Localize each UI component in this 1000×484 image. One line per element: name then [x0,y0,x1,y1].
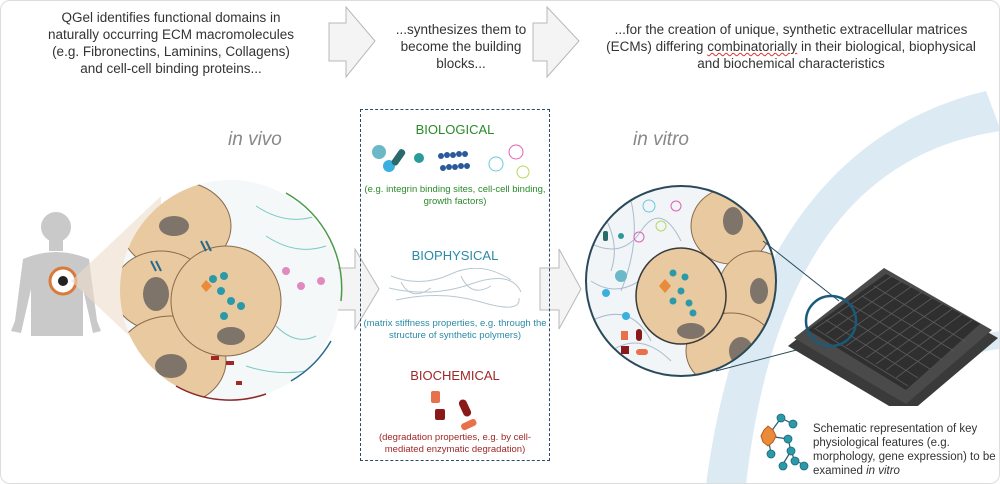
enzyme-molecules-icon [431,391,477,431]
polymer-network-icon [388,268,522,308]
biophysical-description: (matrix stiffness properties, e.g. throu… [363,318,547,341]
biochemical-title: BIOCHEMICAL [410,368,500,383]
arrow-step1-to-2 [328,5,376,79]
in-vivo-tissue-illustration [120,180,343,401]
well-plate-icon [788,268,998,406]
spellcheck-word: combinatorially [707,39,798,54]
in-vivo-label: in vivo [228,129,282,150]
step3-text-pre: ...for the creation of unique, synthetic… [606,22,968,54]
legend-caption-text: Schematic representation of key physiolo… [813,423,996,477]
top-arrows [328,5,580,79]
legend-caption-italic: in vitro [866,465,900,477]
cell-signaling-cluster-icon [760,413,809,471]
arrow-step2-to-3 [532,5,580,79]
step1-text: QGel identifies functional domains in na… [47,10,295,76]
building-blocks-panel: BIOLOGICAL (e.g. integrin binding sites,… [360,109,550,461]
step2-text: ...synthesizes them to become the buildi… [395,22,527,71]
biophysical-title: BIOPHYSICAL [411,248,499,263]
legend-caption: Schematic representation of key physiolo… [813,422,999,478]
biological-description: (e.g. integrin binding sites, cell-cell … [364,184,546,207]
step3-text-post: in their biological, biophysical and bio… [697,39,976,71]
step3-text: ...for the creation of unique, synthetic… [601,21,981,72]
biochemical-description: (degradation properties, e.g. by cell-me… [378,432,532,455]
biological-molecules-icon [372,144,530,179]
in-vitro-label: in vitro [633,129,689,150]
biological-title: BIOLOGICAL [415,122,495,137]
in-vitro-tissue-illustration [585,185,777,377]
